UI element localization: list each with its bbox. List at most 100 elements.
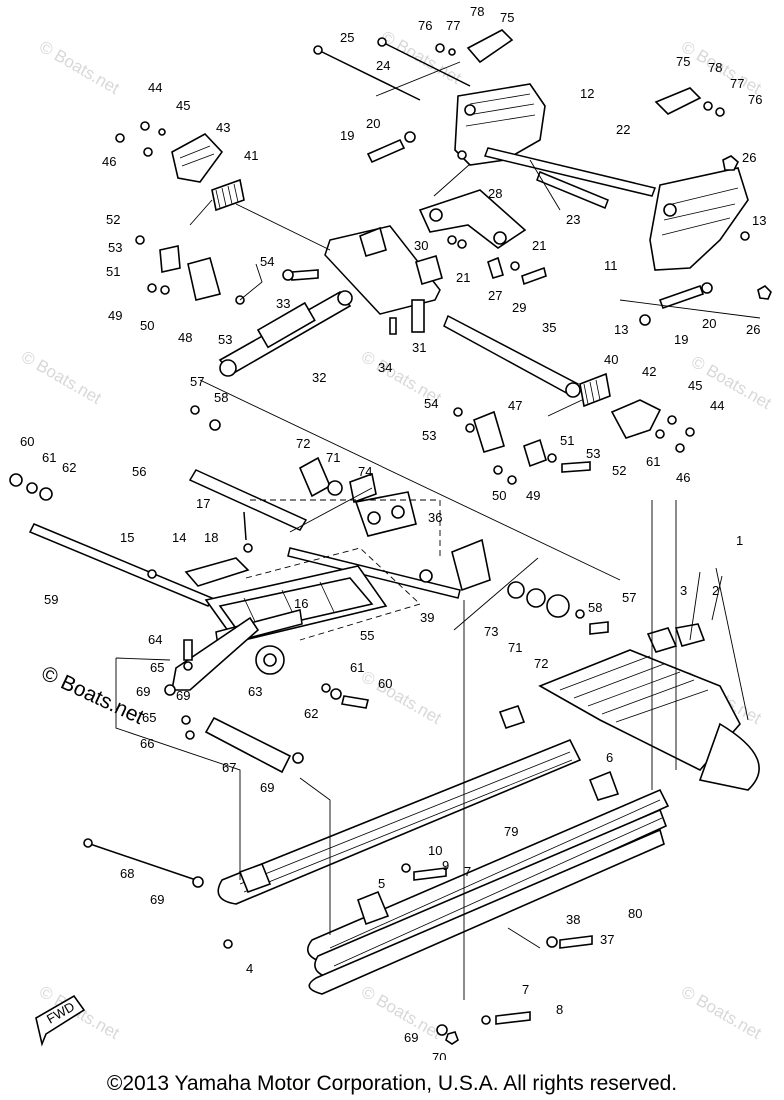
callout: 57 xyxy=(622,590,636,605)
callout: 11 xyxy=(604,258,618,273)
callout: 72 xyxy=(296,436,310,451)
callout: 56 xyxy=(132,464,146,479)
callout: 29 xyxy=(512,300,526,315)
center-linkage xyxy=(218,189,581,398)
callout: 17 xyxy=(196,496,210,511)
callout: 34 xyxy=(378,360,392,375)
callout: 21 xyxy=(456,270,470,285)
callout: 46 xyxy=(676,470,690,485)
callout: 9 xyxy=(442,858,449,873)
callout: 72 xyxy=(534,656,548,671)
callout: 66 xyxy=(140,736,154,751)
callout: 18 xyxy=(204,530,218,545)
callout: 32 xyxy=(312,370,326,385)
callout: 80 xyxy=(628,906,642,921)
watermark: © Boats.net xyxy=(378,27,465,88)
callout: 38 xyxy=(566,912,580,927)
callout: 69 xyxy=(136,684,150,699)
callout: 62 xyxy=(304,706,318,721)
callout: 74 xyxy=(358,464,372,479)
callout: 12 xyxy=(580,86,594,101)
callout: 69 xyxy=(404,1030,418,1045)
callout: 78 xyxy=(470,4,484,19)
callout: 37 xyxy=(600,932,614,947)
callout: 61 xyxy=(42,450,56,465)
watermark: © Boats.net xyxy=(358,982,445,1043)
callout: 36 xyxy=(428,510,442,525)
callout: 78 xyxy=(708,60,722,75)
callout: 61 xyxy=(646,454,660,469)
callout: 58 xyxy=(214,390,228,405)
watermark: © Boats.net xyxy=(18,347,105,408)
callout: 77 xyxy=(446,18,460,33)
left-spring-assembly xyxy=(115,121,263,305)
copyright-notice: ©2013 Yamaha Motor Corporation, U.S.A. A… xyxy=(106,1072,678,1095)
callout: 21 xyxy=(532,238,546,253)
track-assembly xyxy=(538,567,760,791)
callouts: 1 2 3 4 5 6 7 7 8 9 10 11 12 13 13 14 15… xyxy=(20,4,766,1060)
callout: 35 xyxy=(542,320,556,335)
callout: 70 xyxy=(432,1050,446,1060)
callout: 2 xyxy=(712,583,719,598)
callout: 27 xyxy=(488,288,502,303)
callout: 39 xyxy=(420,610,434,625)
callout: 30 xyxy=(414,238,428,253)
callout: 76 xyxy=(418,18,432,33)
callout: 14 xyxy=(172,530,186,545)
callout: 69 xyxy=(260,780,274,795)
callout: 44 xyxy=(710,398,724,413)
callout: 19 xyxy=(340,128,354,143)
callout: 33 xyxy=(276,296,290,311)
callout: 57 xyxy=(190,374,204,389)
callout: 51 xyxy=(560,433,574,448)
callout: 24 xyxy=(376,58,390,73)
callout: 52 xyxy=(106,212,120,227)
callout: 13 xyxy=(614,322,628,337)
callout: 71 xyxy=(508,640,522,655)
callout: 28 xyxy=(488,186,502,201)
callout: 41 xyxy=(244,148,258,163)
watermark-large: © Boats.net xyxy=(38,662,148,729)
callout: 44 xyxy=(148,80,162,95)
callout: 53 xyxy=(422,428,436,443)
callout: 76 xyxy=(748,92,762,107)
callout: 50 xyxy=(140,318,154,333)
callout: 31 xyxy=(412,340,426,355)
callout: 43 xyxy=(216,120,230,135)
callout: 46 xyxy=(102,154,116,169)
callout: 13 xyxy=(752,213,766,228)
callout: 53 xyxy=(108,240,122,255)
parts-diagram: © Boats.net © Boats.net © Boats.net © Bo… xyxy=(9,4,775,1060)
callout: 45 xyxy=(688,378,702,393)
callout: 53 xyxy=(218,332,232,347)
callout: 60 xyxy=(378,676,392,691)
callout: 65 xyxy=(150,660,164,675)
callout: 54 xyxy=(424,396,438,411)
callout: 61 xyxy=(350,660,364,675)
callout: 19 xyxy=(674,332,688,347)
callout: 53 xyxy=(586,446,600,461)
callout: 8 xyxy=(556,1002,563,1017)
right-spring-assembly xyxy=(453,372,695,485)
callout: 75 xyxy=(676,54,690,69)
callout: 1 xyxy=(736,533,743,548)
callout: 77 xyxy=(730,76,744,91)
callout: 79 xyxy=(504,824,518,839)
watermark: © Boats.net xyxy=(358,667,445,728)
callout: 6 xyxy=(606,750,613,765)
watermark: © Boats.net xyxy=(36,37,123,98)
callout: 58 xyxy=(588,600,602,615)
callout: 40 xyxy=(604,352,618,367)
callout: 69 xyxy=(150,892,164,907)
callout: 7 xyxy=(464,864,471,879)
slide-rails xyxy=(83,704,670,1045)
callout: 63 xyxy=(248,684,262,699)
callout: 49 xyxy=(526,488,540,503)
callout: 16 xyxy=(294,596,308,611)
watermark: © Boats.net xyxy=(678,982,765,1043)
callout: 68 xyxy=(120,866,134,881)
callout: 51 xyxy=(106,264,120,279)
callout: 25 xyxy=(340,30,354,45)
front-arm-assembly xyxy=(9,405,609,774)
callout: 4 xyxy=(246,961,253,976)
